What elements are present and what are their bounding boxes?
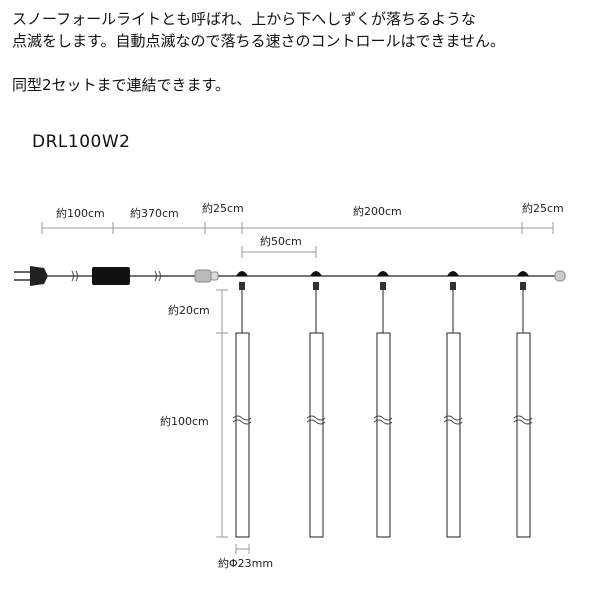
label-connector-to-first-drop: 約25cm [202,201,244,215]
drop-tube-4 [443,271,463,538]
plug-icon [14,266,48,286]
label-tube-length: 約100cm [160,414,209,428]
label-end-cap: 約25cm [522,201,564,215]
end-cap-icon [554,270,566,282]
connector-icon [194,269,219,283]
label-controller-to-connector: 約370cm [130,206,179,220]
cable-break-marks [71,270,161,282]
drop-tube-3 [373,271,393,538]
vertical-dimension-lines [216,289,228,538]
top-dimension-line [41,222,554,234]
description-line-1: スノーフォールライトとも呼ばれ、上から下へしずくが落ちるような [12,10,476,28]
drop-tube-5 [513,271,533,538]
drop-tube-2 [306,271,326,538]
label-tube-diameter: 約Φ23mm [218,556,273,570]
diameter-dimension-line [235,544,250,554]
drop-tube-1 [232,271,252,538]
label-plug-to-controller: 約100cm [56,206,105,220]
spacing-dimension-line [241,246,317,258]
label-drop-section: 約200cm [353,204,402,218]
model-number: DRL100W2 [32,132,131,152]
description: スノーフォールライトとも呼ばれ、上から下へしずくが落ちるような 点滅をします。自… [12,8,592,96]
description-line-2: 点滅をします。自動点滅なので落ちる速さのコントロールはできません。 [12,32,506,50]
label-drop-spacing: 約50cm [260,234,302,248]
label-drop-lead: 約20cm [168,303,210,317]
controller-box [92,267,130,285]
description-line-3: 同型2セットまで連結できます。 [12,76,231,94]
